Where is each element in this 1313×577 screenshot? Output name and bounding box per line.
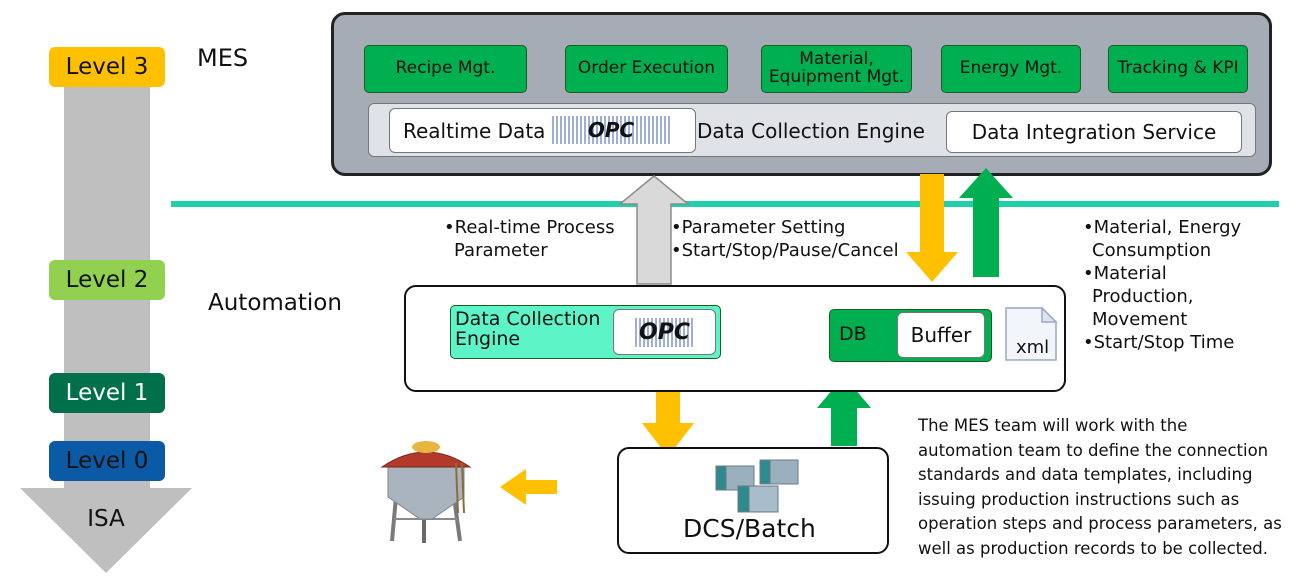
opc-logo-automation-text: OPC [635, 317, 694, 347]
note-line-3: standards and data templates, including [918, 465, 1253, 484]
realtime-bullet-line-2: Parameter [454, 240, 548, 261]
realtime-up-arrow [617, 175, 691, 285]
module-tracking-kpi: Tracking & KPI [1108, 45, 1248, 93]
realtime-data-label: Realtime Data [403, 118, 546, 143]
dce-line-1: Data Collection [455, 308, 601, 330]
realtime-bullet-line-1: Real-time Process [454, 217, 615, 238]
setting-bullet-2: Start/Stop/Pause/Cancel [681, 240, 899, 261]
xml-label: xml [1016, 337, 1050, 358]
right-bullet-2c: Movement [1092, 309, 1188, 330]
setting-down-arrow [906, 174, 958, 282]
db-label: DB [839, 323, 867, 345]
right-bullet-3: Start/Stop Time [1093, 332, 1235, 353]
automation-to-dcs-arrow [642, 380, 694, 457]
xml-file-icon [1005, 306, 1058, 361]
setting-bullets: •Parameter Setting •Start/Stop/Pause/Can… [671, 217, 899, 261]
module-energy-mgt: Energy Mgt. [941, 45, 1081, 93]
data-collection-engine-label: Data Collection Engine [697, 119, 925, 143]
plc-hardware-icon [715, 459, 799, 513]
level-2-badge: Level 2 [49, 260, 165, 300]
buffer-box: Buffer [897, 312, 985, 358]
isa-label: ISA [87, 506, 125, 532]
note-line-5: operation steps and process parameters, … [918, 514, 1282, 533]
right-bullets: •Material, Energy Consumption •Material … [1083, 217, 1242, 353]
opc-logo-text: OPC [587, 118, 635, 142]
dcs-to-tank-arrow [500, 469, 557, 505]
dcs-to-db-arrow [817, 376, 871, 446]
report-up-arrow [959, 168, 1013, 277]
right-bullet-2a: Material [1093, 263, 1167, 284]
automation-layer-label: Automation [208, 290, 342, 316]
mes-layer-label: MES [197, 44, 249, 72]
dcs-batch-label: DCS/Batch [683, 514, 816, 543]
data-integration-service-label: Data Integration Service [971, 120, 1217, 144]
setting-bullet-1: Parameter Setting [681, 217, 846, 238]
module-order-execution: Order Execution [565, 45, 728, 93]
layer-separator [171, 201, 1279, 207]
opc-logo-mes: OPC [552, 116, 670, 144]
level-3-badge: Level 3 [49, 47, 165, 87]
module-material-equipment-mgt: Material, Equipment Mgt. [761, 45, 912, 93]
level-1-badge: Level 1 [49, 373, 165, 413]
note-line-2: automation team to define the connection [918, 440, 1269, 460]
note-line-1: The MES team will work with the [918, 416, 1188, 435]
right-bullet-1b: Consumption [1092, 240, 1212, 261]
right-bullet-2b: Production, [1092, 286, 1194, 307]
note-line-6: well as production records to be collect… [918, 538, 1268, 558]
note-line-4: issuing production instructions such as [918, 489, 1240, 509]
realtime-parameter-bullet: •Real-time Process Parameter [444, 217, 615, 261]
right-bullet-1a: Material, Energy [1093, 217, 1242, 238]
opc-logo-automation: OPC [613, 309, 716, 355]
explanation-note: The MES team will work with the automati… [918, 414, 1282, 561]
silo-tank-icon [380, 441, 472, 543]
data-integration-service-box: Data Integration Service [946, 111, 1242, 153]
buffer-label: Buffer [910, 323, 972, 347]
level-0-badge: Level 0 [49, 441, 165, 481]
realtime-data-box: Realtime Data [389, 108, 696, 153]
dce-line-2: Engine [455, 328, 521, 350]
module-recipe-mgt: Recipe Mgt. [364, 45, 527, 93]
